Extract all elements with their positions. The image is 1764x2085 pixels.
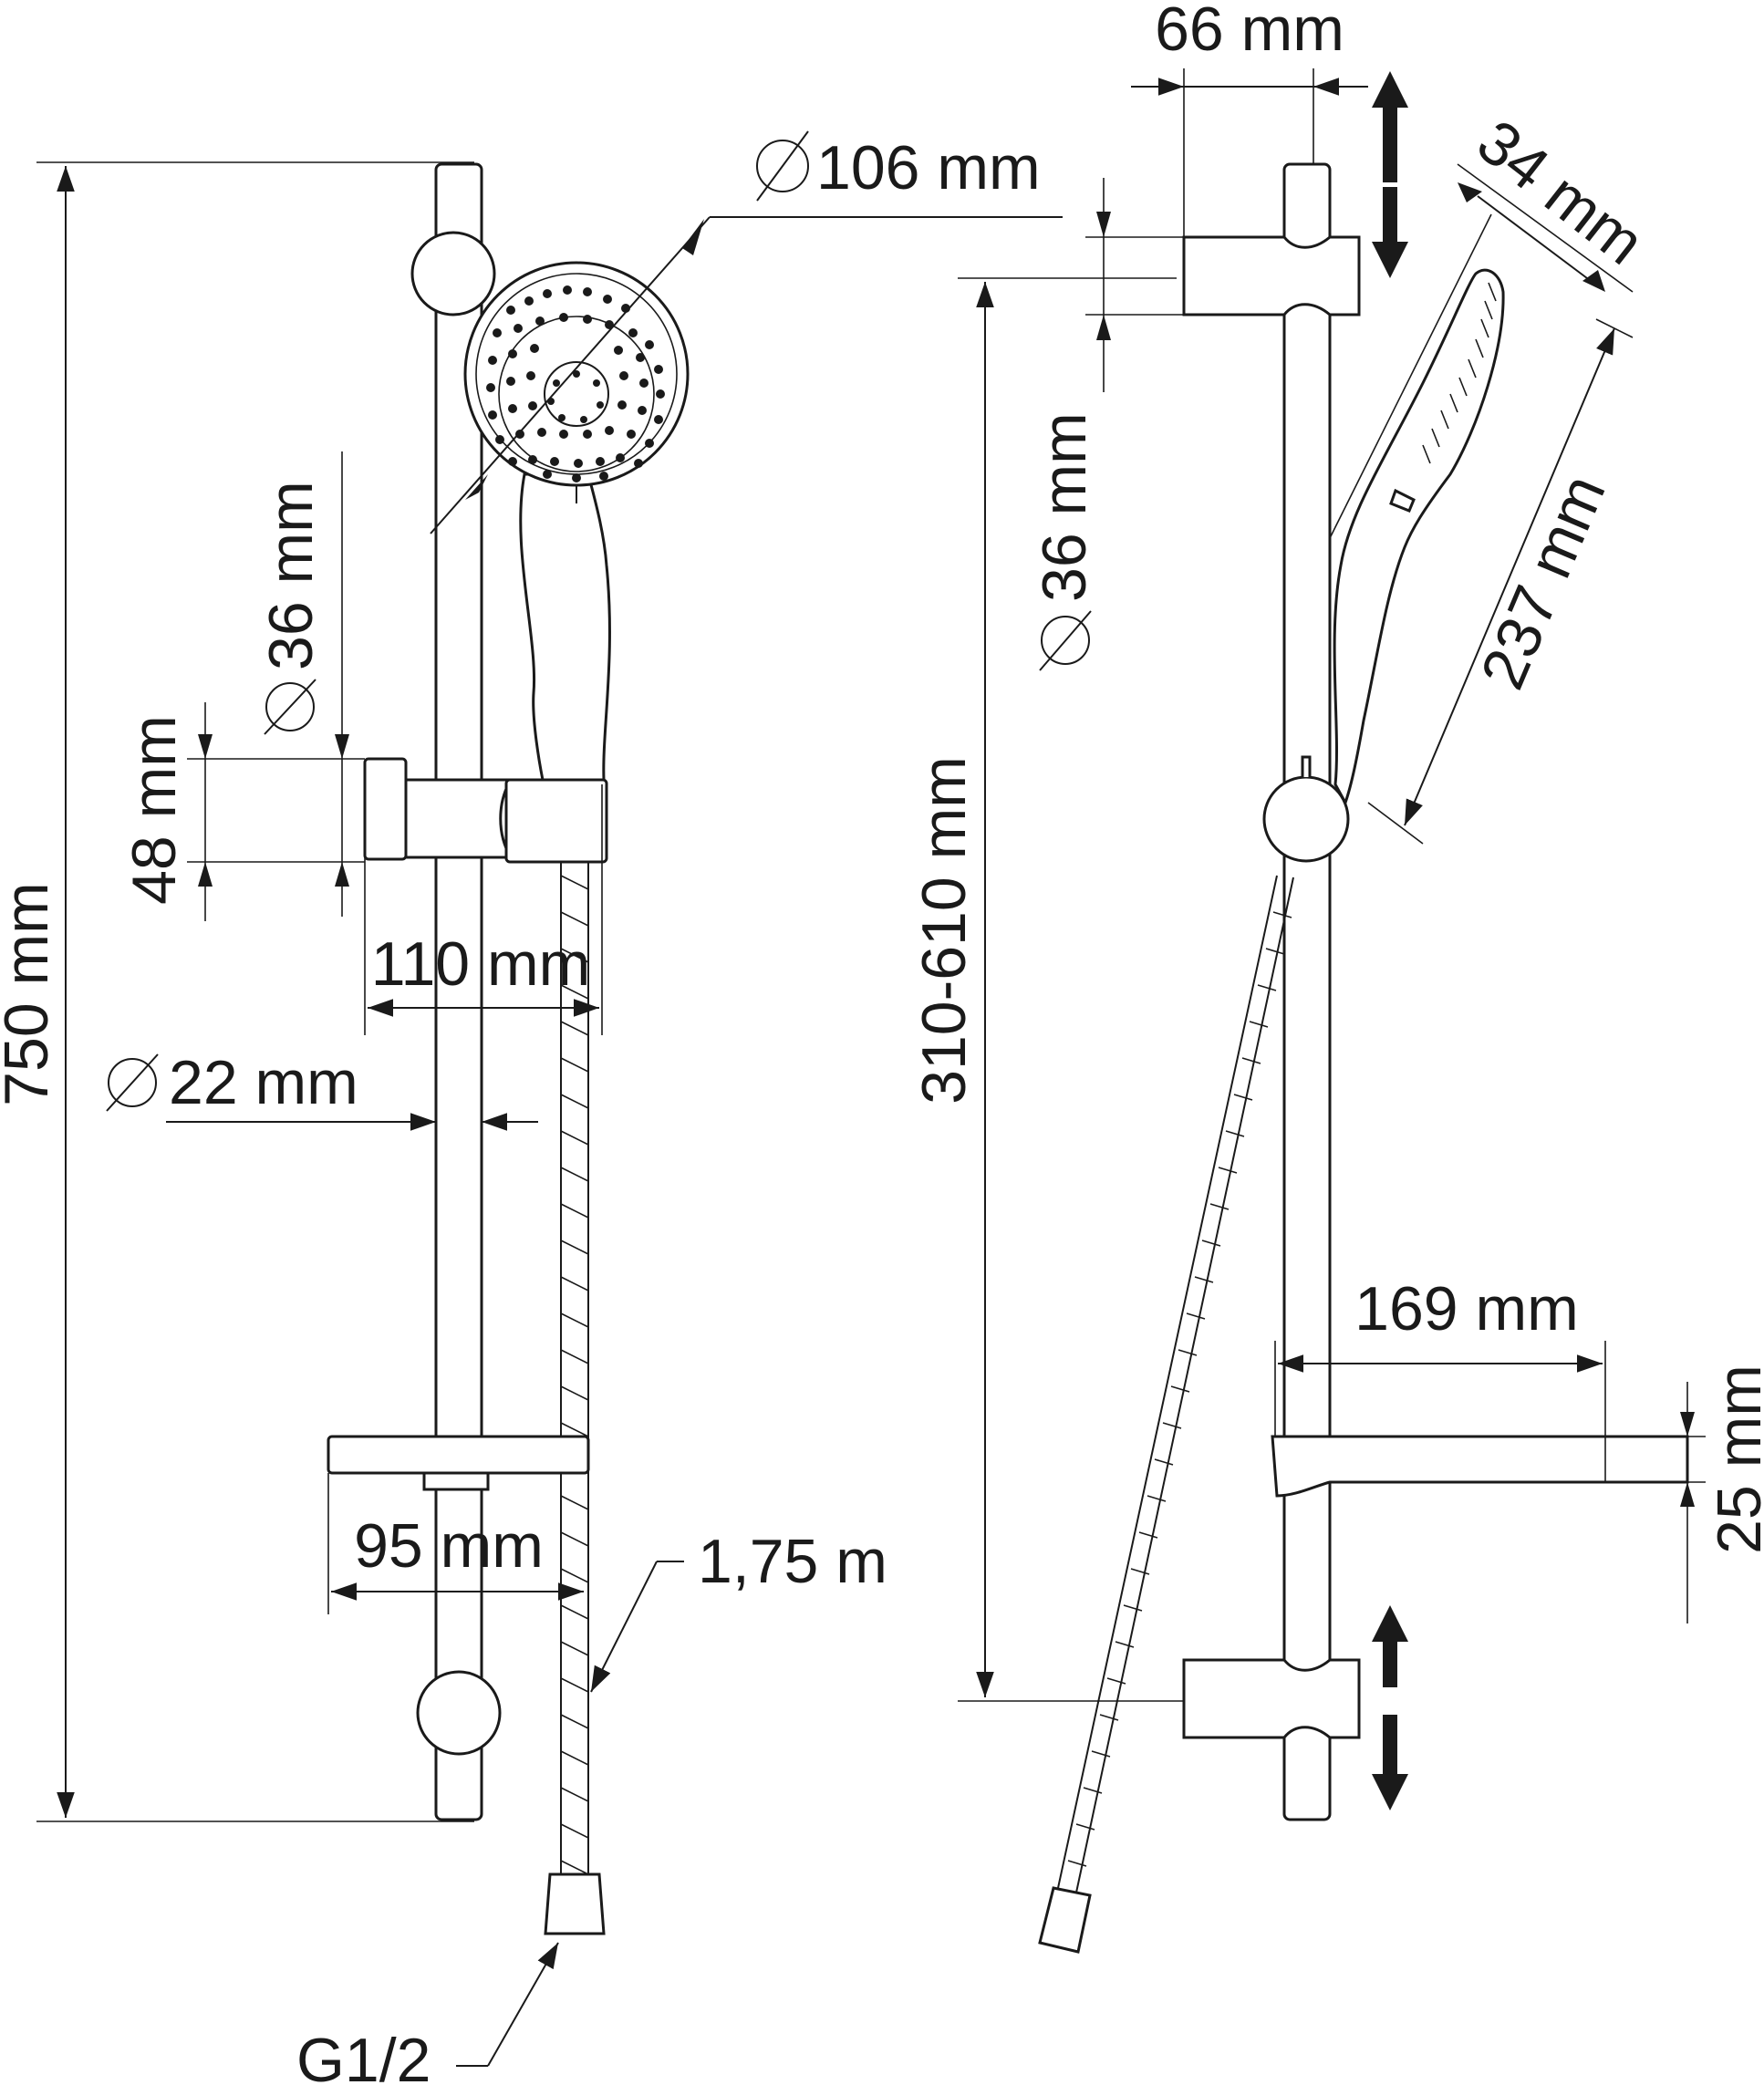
dim-110-label: 110 mm (371, 929, 591, 999)
slider-holder (363, 757, 608, 864)
dim-34-label: 34 mm (1465, 107, 1657, 278)
g12-label: G1/2 (296, 2026, 431, 2085)
dim-95-label: 95 mm (354, 1511, 544, 1581)
adjust-arrows-bottom (1372, 1605, 1408, 1810)
dimension-106: 106 mm (430, 130, 1063, 534)
dimension-310-610: 310-610 mm (909, 277, 1184, 1702)
shower-hose (544, 862, 606, 1935)
shower-hose-side (1038, 875, 1294, 1954)
slide-rail (434, 162, 483, 1821)
dim-36-right-label: 36 mm (1030, 412, 1099, 602)
dim-36-left-label: 36 mm (256, 481, 326, 670)
dimension-237: 237 mm (1367, 318, 1634, 845)
hand-shower-side (1333, 268, 1505, 806)
dimension-22: 22 mm (106, 1048, 538, 1131)
wall-bracket-top (410, 231, 496, 316)
dimension-750: 750 mm (0, 161, 474, 1822)
soap-dish (327, 1435, 590, 1491)
dimension-connection: G1/2 (296, 1942, 559, 2085)
dimension-36-left: 36 mm (256, 451, 349, 917)
dimension-169: 169 mm (1274, 1274, 1606, 1437)
side-view: 66 mm 36 mm 3 (909, 0, 1764, 1954)
adjust-arrows-top (1372, 71, 1408, 278)
dimension-110: 110 mm (364, 784, 603, 1035)
shower-head-front (463, 261, 690, 503)
dimension-95: 95 mm (327, 1473, 584, 1614)
dimension-hose-length: 1,75 m (590, 1527, 887, 1693)
dimension-25: 25 mm (1680, 1364, 1764, 1623)
dim-175-label: 1,75 m (698, 1527, 887, 1596)
slide-rail-side (1282, 162, 1332, 1821)
dim-237-label: 237 mm (1468, 465, 1619, 699)
dim-48-label: 48 mm (119, 715, 189, 905)
dimension-48: 48 mm (119, 702, 365, 921)
dim-22-label: 22 mm (169, 1048, 358, 1117)
dim-25-label: 25 mm (1705, 1364, 1764, 1554)
dim-750-label: 750 mm (0, 882, 61, 1106)
dimension-36-right: 36 mm (1030, 178, 1184, 671)
dimension-66: 66 mm (1131, 0, 1368, 237)
wall-bracket-bottom (416, 1670, 502, 1756)
dim-106-label: 106 mm (816, 133, 1041, 202)
front-view: 750 mm (0, 130, 1063, 2085)
dim-169-label: 169 mm (1354, 1274, 1579, 1343)
dim-66-label: 66 mm (1155, 0, 1344, 64)
dim-310-610-label: 310-610 mm (909, 756, 979, 1105)
wall-bracket-side-bottom (1182, 1658, 1361, 1739)
hand-shower-handle (519, 472, 611, 782)
slider-knob-side (1262, 755, 1350, 863)
wall-bracket-side-top (1182, 235, 1361, 316)
soap-dish-side (1271, 1435, 1689, 1498)
